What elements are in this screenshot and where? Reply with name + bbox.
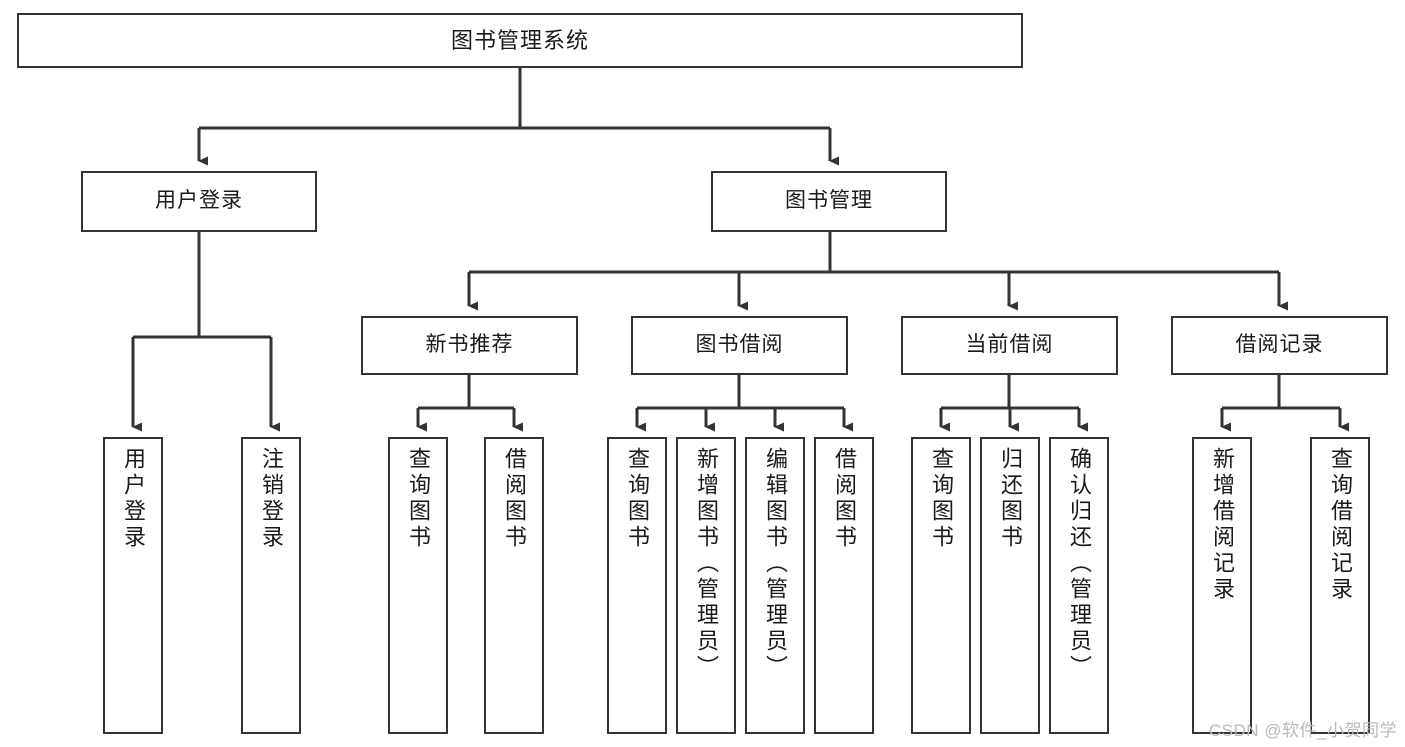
node-borrow-record[interactable]: 借阅记录 xyxy=(1171,316,1388,375)
leaf-record-query[interactable]: 查询借阅记录 xyxy=(1310,437,1370,734)
node-label: 确认归还（管理员） xyxy=(1067,447,1092,681)
node-label: 用户登录 xyxy=(121,447,146,551)
node-label: 查询借阅记录 xyxy=(1328,447,1353,603)
node-label: 借阅记录 xyxy=(1235,333,1324,357)
node-label: 查询图书 xyxy=(929,447,954,551)
node-current-borrow[interactable]: 当前借阅 xyxy=(901,316,1118,375)
node-label: 图书管理系统 xyxy=(450,27,589,53)
leaf-borrow-add-book[interactable]: 新增图书（管理员） xyxy=(676,437,736,734)
node-label: 查询图书 xyxy=(625,447,650,551)
node-book-borrow[interactable]: 图书借阅 xyxy=(631,316,848,375)
node-label: 新增图书（管理员） xyxy=(694,447,719,681)
node-user-login[interactable]: 用户登录 xyxy=(81,171,317,232)
node-label: 新增借阅记录 xyxy=(1210,447,1235,603)
leaf-current-confirm-return[interactable]: 确认归还（管理员） xyxy=(1049,437,1109,734)
node-label: 归还图书 xyxy=(998,447,1023,551)
leaf-record-add[interactable]: 新增借阅记录 xyxy=(1192,437,1252,734)
node-label: 图书借阅 xyxy=(695,333,784,357)
leaf-recommend-borrow-book[interactable]: 借阅图书 xyxy=(484,437,544,734)
leaf-current-query-book[interactable]: 查询图书 xyxy=(911,437,971,734)
leaf-current-return-book[interactable]: 归还图书 xyxy=(980,437,1040,734)
node-root-system[interactable]: 图书管理系统 xyxy=(17,13,1023,68)
node-label: 借阅图书 xyxy=(832,447,857,551)
node-label: 查询图书 xyxy=(406,447,431,551)
leaf-recommend-query-book[interactable]: 查询图书 xyxy=(388,437,448,734)
leaf-borrow-borrow-book[interactable]: 借阅图书 xyxy=(814,437,874,734)
node-label: 注销登录 xyxy=(259,447,284,551)
node-label: 编辑图书（管理员） xyxy=(763,447,788,681)
node-book-management[interactable]: 图书管理 xyxy=(711,171,947,232)
leaf-user-logout[interactable]: 注销登录 xyxy=(241,437,301,734)
leaf-user-login[interactable]: 用户登录 xyxy=(103,437,163,734)
leaf-borrow-query-book[interactable]: 查询图书 xyxy=(607,437,667,734)
node-label: 当前借阅 xyxy=(965,333,1054,357)
node-label: 新书推荐 xyxy=(425,333,514,357)
node-label: 图书管理 xyxy=(785,189,873,213)
node-label: 借阅图书 xyxy=(502,447,527,551)
leaf-borrow-edit-book[interactable]: 编辑图书（管理员） xyxy=(745,437,805,734)
node-new-book-recommend[interactable]: 新书推荐 xyxy=(361,316,578,375)
node-label: 用户登录 xyxy=(155,189,243,213)
